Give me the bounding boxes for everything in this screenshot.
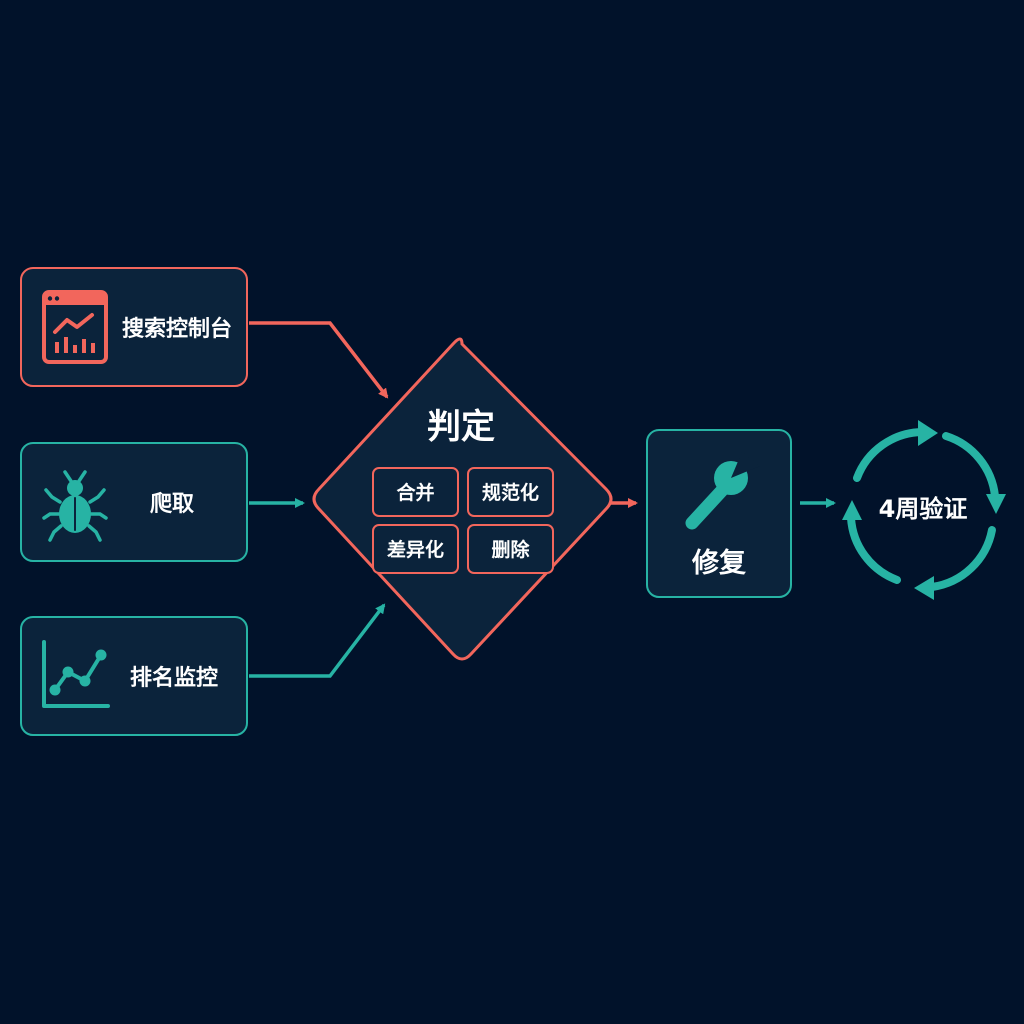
decision-option-differentiate: 差异化 [372, 524, 459, 574]
cycle-arrowheads [842, 420, 1006, 600]
fix-step: 修复 [646, 429, 792, 598]
source-search-console: 搜索控制台 [20, 267, 248, 387]
source-label-search-console: 搜索控制台 [122, 316, 232, 342]
line-chart-icon [42, 640, 110, 708]
decision-title: 判定 [427, 407, 495, 447]
source-rank-monitoring: 排名监控 [20, 616, 248, 736]
decision-option-label: 删除 [491, 538, 530, 561]
arrow-search-to-decision [249, 321, 389, 399]
wrench-icon [685, 452, 760, 530]
source-crawl: 爬取 [20, 442, 248, 562]
decision-option-label: 规范化 [482, 481, 539, 504]
cycle-arrows-icon [847, 428, 999, 591]
source-label-rank-monitoring: 排名监控 [130, 665, 218, 691]
verify-label: 4周验证 [879, 495, 968, 523]
arrow-rank-to-decision [249, 603, 386, 678]
source-label-crawl: 爬取 [150, 492, 194, 517]
search-console-chart-icon [42, 290, 108, 364]
decision-option-label: 差异化 [387, 538, 444, 561]
decision-option-merge: 合并 [372, 467, 459, 517]
decision-option-label: 合并 [396, 481, 434, 504]
bug-icon [42, 470, 108, 542]
decision-option-delete: 删除 [467, 524, 554, 574]
fix-label: 修复 [691, 548, 747, 579]
decision-diamond: 判定 合并 规范化 差异化 删除 [312, 337, 613, 661]
verify-step: 4周验证 [842, 420, 1006, 600]
decision-option-canonicalize: 规范化 [467, 467, 554, 517]
